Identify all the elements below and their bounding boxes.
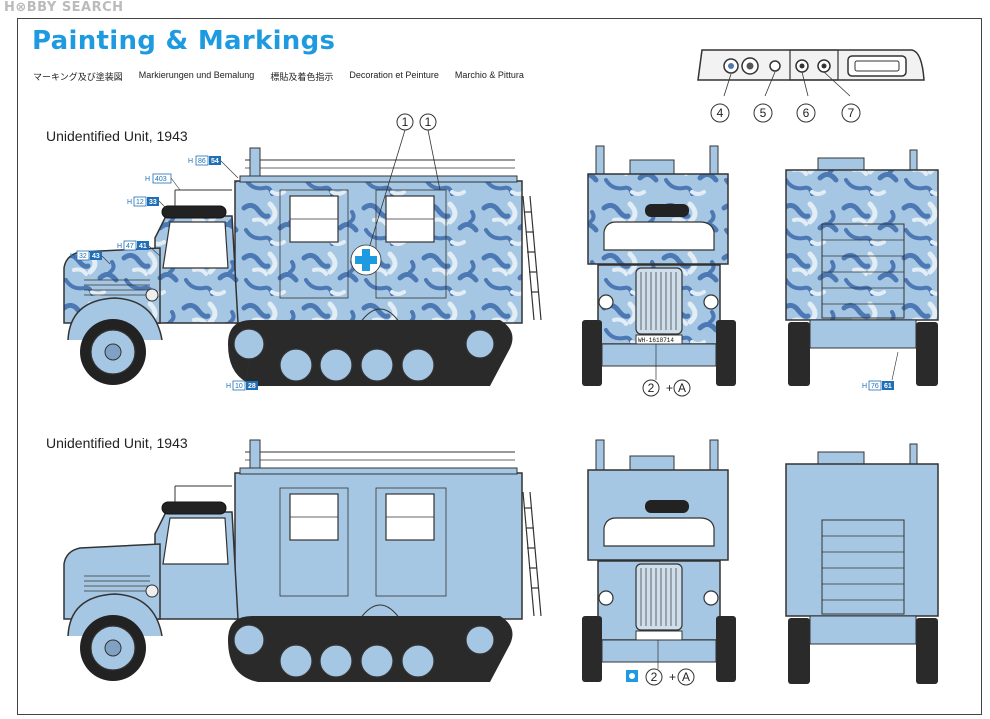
dash-part-5-label: 5: [760, 106, 767, 120]
svg-text:H: H: [117, 243, 122, 250]
unit-label-bottom: Unidentified Unit, 1943: [46, 435, 188, 451]
svg-text:32: 32: [79, 253, 87, 260]
front-view-camo: WH-1618714 2 + A: [582, 145, 736, 397]
spare-wheel-icon: [161, 205, 227, 219]
rear-view-plain: [785, 443, 939, 684]
rear-view-camo: H 76 61: [785, 149, 939, 391]
front-plus-bottom: +: [669, 670, 676, 684]
svg-text:43: 43: [92, 253, 100, 260]
front-view-plain: 2 + A: [582, 439, 736, 686]
svg-text:41: 41: [139, 243, 147, 250]
svg-text:H: H: [862, 383, 867, 390]
headlight-right-icon: [703, 294, 719, 310]
h-marker-28: H 10 28: [226, 380, 258, 391]
svg-text:403: 403: [155, 176, 167, 183]
front-decal-callout-bottom: 2: [651, 670, 658, 684]
svg-text:54: 54: [211, 158, 219, 165]
front-paint-callout-top: A: [678, 381, 686, 395]
subtitle-german: Markierungen und Bemalung: [138, 70, 255, 80]
svg-text:86: 86: [198, 158, 206, 165]
svg-text:H: H: [145, 176, 150, 183]
headlight-left-plain-icon: [598, 590, 614, 606]
spare-wheel-plain-icon: [161, 501, 227, 515]
svg-text:10: 10: [235, 383, 243, 390]
svg-text:H: H: [70, 253, 75, 260]
subtitle-row: マーキング及び塗装図 Markierungen und Bemalung 標貼及…: [33, 70, 524, 83]
headlight-right-plain-icon: [703, 590, 719, 606]
h-marker-33: H 12 33: [127, 196, 159, 207]
dashboard-detail: 4 5 6 7: [697, 49, 925, 123]
svg-text:12: 12: [136, 199, 144, 206]
subtitle-japanese: マーキング及び塗装図: [33, 72, 123, 82]
h-marker-41: H 47 41: [117, 240, 149, 251]
page-title: Painting & Markings: [32, 26, 336, 56]
svg-text:WH-1618714: WH-1618714: [638, 337, 674, 344]
h-marker-61: H 76 61: [862, 380, 894, 391]
dash-part-4-label: 4: [717, 106, 724, 120]
watermark: H⊗BBY SEARCH: [4, 0, 124, 15]
svg-text:47: 47: [126, 243, 134, 250]
subtitle-french: Decoration et Peinture: [349, 70, 439, 80]
h-marker-403: H 403: [145, 173, 172, 184]
svg-text:33: 33: [149, 199, 157, 206]
svg-text:H: H: [226, 383, 231, 390]
front-paint-callout-bottom: A: [682, 670, 690, 684]
front-decal-callout-top: 2: [648, 381, 655, 395]
svg-text:H: H: [127, 199, 132, 206]
dash-part-7-label: 7: [848, 106, 855, 120]
side-profile-plain: [63, 439, 542, 682]
subtitle-chinese: 標貼及着色指示: [270, 72, 334, 82]
paint-callout-1: 1: [425, 115, 432, 129]
h-marker-54: H 86 54: [188, 155, 221, 166]
svg-text:61: 61: [884, 383, 892, 390]
side-profile-camo: H 86 54 H 403 H 12 33 H 47 41 H: [63, 113, 542, 391]
switch-5-icon: [769, 60, 781, 72]
svg-text:28: 28: [248, 383, 256, 390]
headlight-left-icon: [598, 294, 614, 310]
svg-text:H: H: [188, 158, 193, 165]
dash-part-6-label: 6: [803, 106, 810, 120]
h-marker-43: H 32 43: [70, 250, 102, 261]
subtitle-italian: Marchio & Pittura: [454, 70, 524, 80]
svg-text:76: 76: [871, 383, 879, 390]
unit-label-top: Unidentified Unit, 1943: [46, 128, 188, 144]
front-plus-top: +: [666, 381, 673, 395]
decal-callout-1: 1: [402, 115, 409, 129]
